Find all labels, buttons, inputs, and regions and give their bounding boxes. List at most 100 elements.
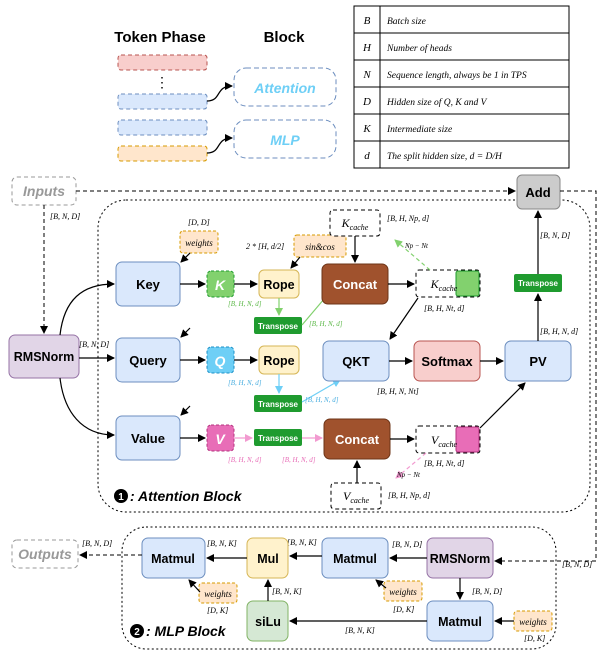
- pv-transpose-node: [514, 274, 562, 292]
- dim-k-cache-input: [B, H, Np, d]: [387, 214, 429, 223]
- dim-mlp-rms-bnd: [B, N, D]: [392, 540, 422, 549]
- down-weights-node: [513, 610, 553, 632]
- dim-mlp-rms-down-bnd: [B, N, D]: [472, 587, 502, 596]
- down-weights-label: weights: [519, 617, 547, 627]
- vcache-to-pv-arrow: [479, 382, 526, 429]
- weights-to-query-arrow: [180, 327, 191, 338]
- dim-v-cache-input: [B, H, Np, d]: [388, 491, 430, 500]
- dim-silu-bnk: [B, N, K]: [272, 587, 302, 596]
- kcache-to-qkt-arrow: [389, 297, 419, 340]
- query-transpose-node: [254, 395, 302, 412]
- attention-block-number-badge: [114, 489, 128, 503]
- dim-down-matmul-bnk: [B, N, K]: [345, 626, 375, 635]
- up-weights-to-matmul-arrow: [375, 579, 387, 589]
- dim-query-transpose-bhnd: [B, H, N, d]: [305, 396, 339, 404]
- v-label: V: [215, 431, 226, 447]
- out-weights-label: weights: [204, 589, 232, 599]
- value-transpose-node: [254, 429, 302, 446]
- dim-mul-bnk: [B, N, K]: [207, 539, 237, 548]
- key-label: Key: [136, 277, 161, 292]
- attention-block-legend: [233, 67, 337, 107]
- dim-k-bhnd: [B, H, N, d]: [228, 300, 262, 308]
- token-bar-blue-1: [117, 93, 208, 110]
- mlp-block-legend: [233, 119, 337, 159]
- rmsnorm-label: RMSNorm: [14, 350, 74, 364]
- pv-label: PV: [529, 354, 547, 369]
- dim-v-np-nt: Np − Nt: [396, 471, 421, 479]
- legend-symbol: d: [364, 150, 370, 162]
- outputs-label: Outputs: [18, 546, 72, 562]
- v-cache-input-label: Vcache: [343, 489, 369, 505]
- dim-q-bhnd: [B, H, N, d]: [228, 379, 262, 387]
- q-node: [206, 346, 235, 374]
- up-weights-label: weights: [389, 587, 417, 597]
- out-weights-to-matmul-arrow: [188, 579, 201, 593]
- value-concat-label: Concat: [335, 432, 380, 447]
- attention-block-number: 1: [118, 492, 124, 503]
- dim-up-matmul-bnk: [B, N, K]: [287, 538, 317, 547]
- rmsnorm-to-key-arrow: [59, 280, 115, 336]
- dim-v-cache-output: [B, H, Nt, d]: [424, 459, 464, 468]
- v-cache-output-label: Vcache: [431, 433, 457, 449]
- query-transpose-label: Transpose: [258, 400, 299, 409]
- attention-block-title: : Attention Block: [130, 488, 243, 504]
- mlp-block-title: : MLP Block: [146, 623, 227, 639]
- mlp-block-number-badge: [130, 624, 144, 638]
- k-label: K: [215, 277, 226, 293]
- dim-inputs-bnd: [B, N, D]: [50, 212, 80, 221]
- token-ellipsis: ⋮: [155, 74, 169, 90]
- mlp-rmsnorm-label: RMSNorm: [430, 552, 490, 566]
- dim-rmsnorm-bnd: [B, N, D]: [79, 340, 109, 349]
- key-rope-label: Rope: [263, 278, 294, 292]
- inputs-label: Inputs: [23, 183, 65, 199]
- legend-description: Intermediate size: [386, 125, 452, 135]
- dim-outputs-bnd: [B, N, D]: [82, 539, 112, 548]
- dim-add-out-bnd: [B, N, D]: [562, 560, 592, 569]
- legend-description: Number of heads: [386, 43, 452, 54]
- mlp-block-number: 2: [134, 627, 140, 638]
- dim-k-cache-output: [B, H, Nt, d]: [424, 304, 464, 313]
- query-rope-label: Rope: [263, 354, 294, 368]
- token-phase-heading: Token Phase: [114, 29, 205, 46]
- value-label: Value: [131, 431, 165, 446]
- dim-key-transpose-bhnd: [B, H, N, d]: [309, 320, 343, 328]
- key-concat-label: Concat: [333, 277, 378, 292]
- rmsnorm-node: [8, 334, 80, 379]
- token-to-attention-arrow: [206, 82, 233, 102]
- sincos-node: [293, 234, 347, 258]
- legend-symbol: H: [362, 42, 372, 54]
- legend-description: Sequence length, always be 1 in TPS: [387, 71, 527, 81]
- key-weights-label: weights: [185, 238, 213, 248]
- weights-to-key-arrow: [180, 252, 191, 263]
- legend-description: The split hidden size, d = D/H: [387, 152, 503, 162]
- add-to-mlp-arrow: [494, 190, 597, 565]
- up-matmul-label: Matmul: [333, 552, 377, 566]
- legend-symbol: B: [364, 15, 371, 27]
- dim-k-np-nt: Np − Nt: [404, 242, 429, 250]
- legend-symbol: D: [362, 96, 371, 108]
- k-cache-new-token: [455, 270, 480, 297]
- dim-down-weights-dk: [D, K]: [524, 634, 545, 643]
- outputs-node: [11, 539, 79, 569]
- mlp-legend-label: MLP: [270, 132, 300, 148]
- attention-legend-label: Attention: [253, 80, 315, 96]
- silu-label: siLu: [255, 615, 281, 629]
- k-node: [206, 270, 235, 298]
- v-cache-input-node: [330, 482, 382, 510]
- k-cache-output-label: Kcache: [430, 277, 458, 293]
- dim-two-h-d2: 2 * [H, d/2]: [246, 242, 284, 251]
- down-matmul-label: Matmul: [438, 615, 482, 629]
- token-bar-blue-2: [117, 119, 208, 136]
- add-label: Add: [525, 185, 550, 200]
- mul-label: Mul: [257, 552, 279, 566]
- weights-to-value-arrow: [180, 405, 191, 416]
- k-cache-input-node: [329, 209, 381, 237]
- key-transpose-node: [254, 317, 302, 334]
- token-bar-red: [117, 54, 208, 71]
- legend-description: Batch size: [387, 17, 426, 27]
- mlp-block-frame: [121, 526, 557, 650]
- up-weights-node: [383, 580, 423, 602]
- legend-description: Hidden size of Q, K and V: [386, 97, 488, 108]
- k-cache-input-label: Kcache: [341, 216, 369, 232]
